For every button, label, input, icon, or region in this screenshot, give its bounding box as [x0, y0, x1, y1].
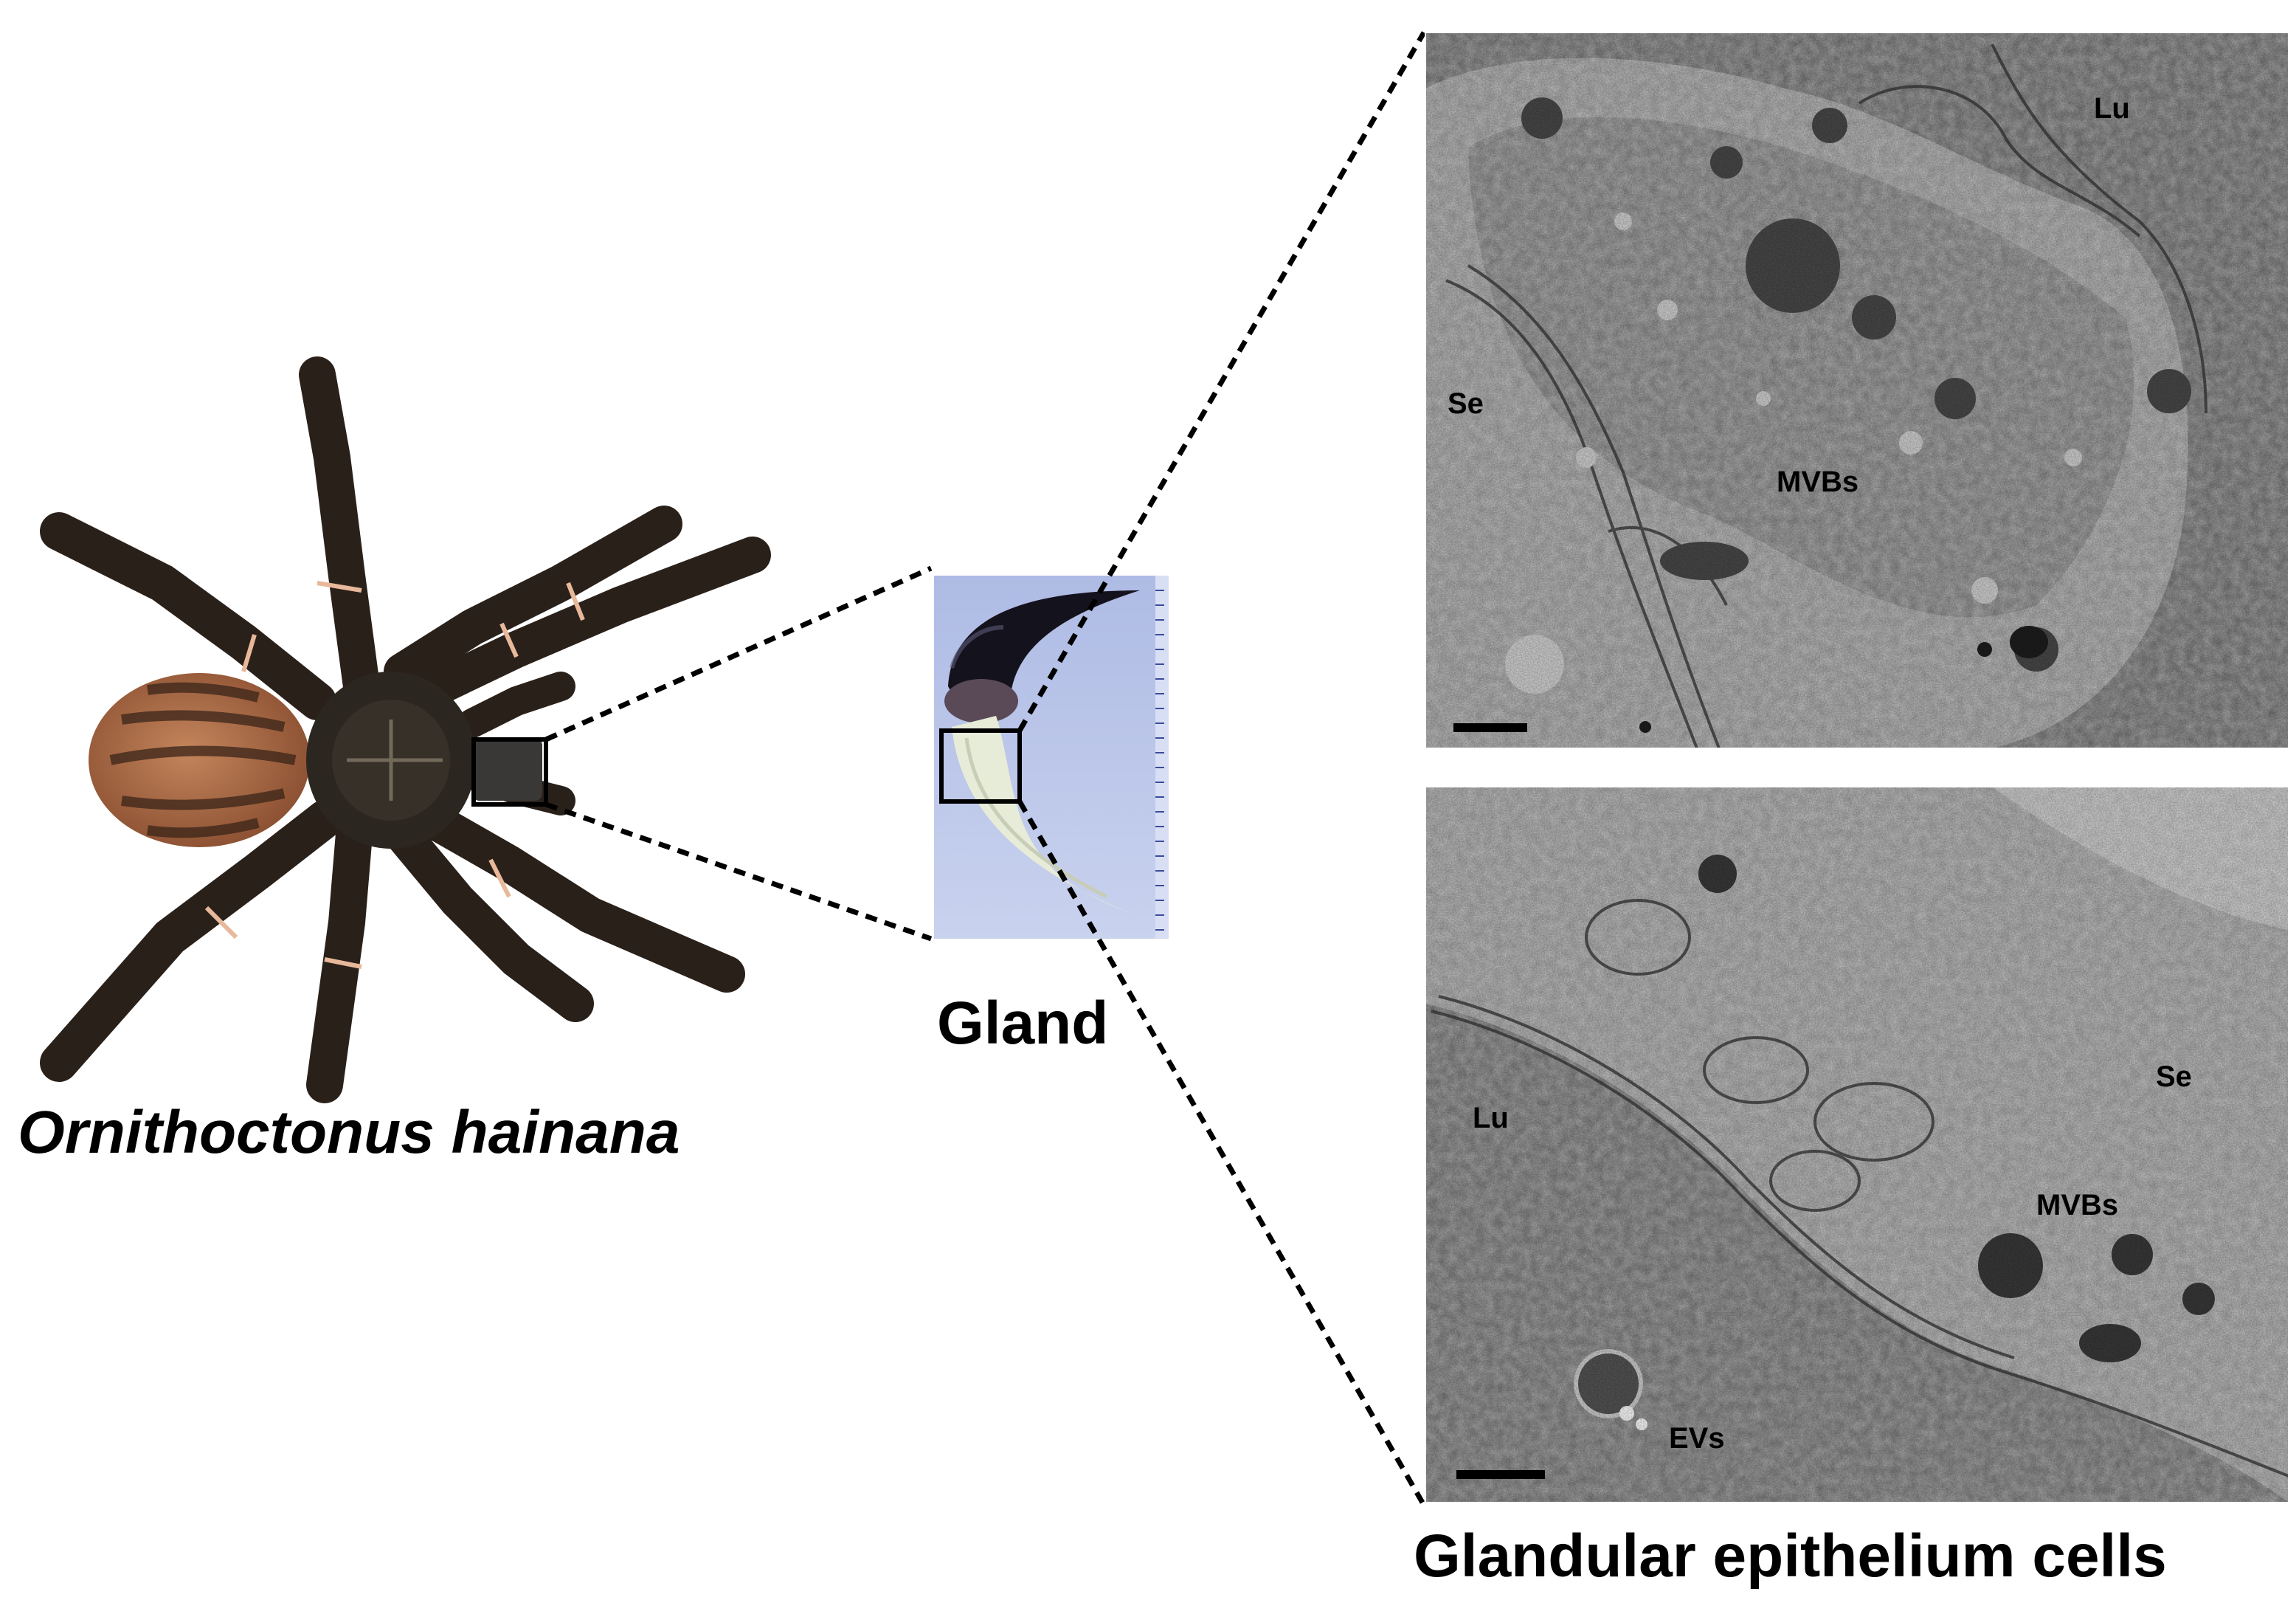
gland-label: Gland: [937, 990, 1109, 1057]
tem-bottom-label-se: Se: [2156, 1061, 2192, 1093]
tem-top-label-se: Se: [1448, 387, 1484, 420]
zoom-lines-gland: [1017, 31, 1427, 1504]
gland-photo: [934, 576, 1169, 939]
tem-micrograph-top: [1425, 32, 2289, 748]
tem-bottom-label-evs: EVs: [1669, 1422, 1725, 1455]
cells-caption: Glandular epithelium cells: [1414, 1522, 2167, 1590]
tem-top-label-lumen: Lu: [2094, 92, 2130, 125]
tem-bottom-label-lumen: Lu: [1473, 1102, 1509, 1134]
zoom-lines-spider: [544, 565, 933, 942]
species-label: Ornithoctonus hainana: [18, 1099, 680, 1166]
spider-photo: [40, 356, 771, 1103]
tem-micrograph-bottom: [1425, 787, 2289, 1503]
tem-bottom-label-mvbs: MVBs: [2036, 1189, 2118, 1221]
tem-top-label-mvbs: MVBs: [1777, 466, 1858, 498]
